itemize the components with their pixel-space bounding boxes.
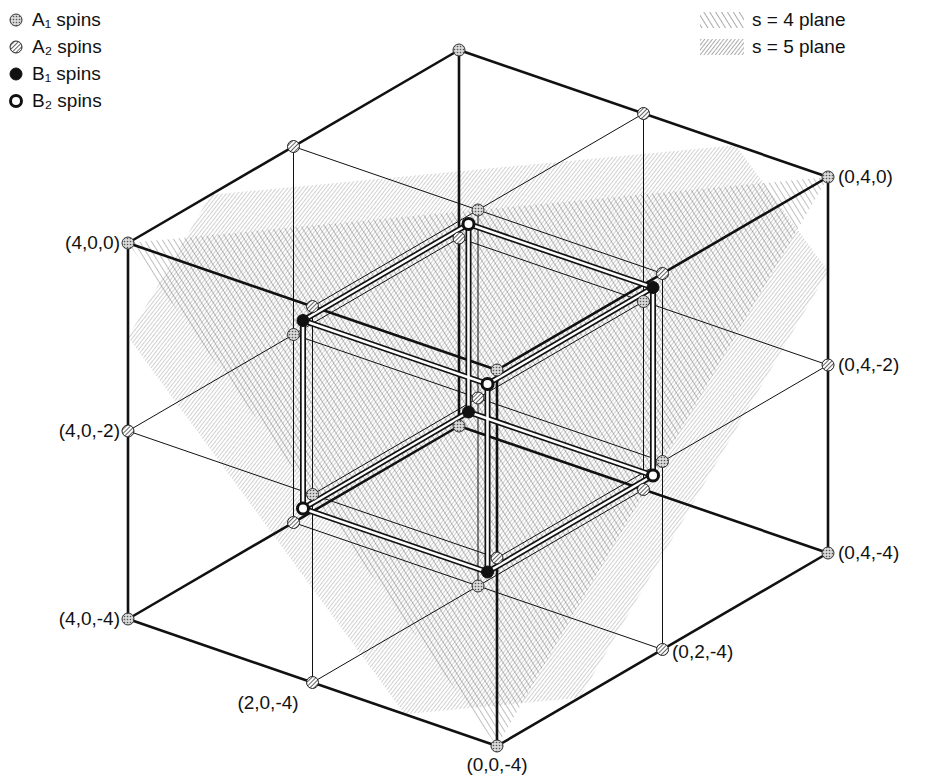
a1-spin bbox=[307, 489, 319, 501]
a1-spin bbox=[453, 420, 465, 432]
inner-cube-edge bbox=[303, 509, 488, 573]
inner-cube-edge-core bbox=[488, 476, 654, 573]
a2-spin bbox=[638, 484, 650, 496]
coordinate-label: (4,0,-2) bbox=[59, 421, 120, 442]
b1-spin bbox=[647, 282, 659, 294]
a1-spin bbox=[491, 364, 503, 376]
coordinate-label: (0,4,-2) bbox=[838, 355, 899, 376]
b2-spin bbox=[298, 503, 309, 514]
a1-spin bbox=[822, 171, 834, 183]
a2-spin bbox=[10, 41, 22, 53]
coordinate-label: (4,0,-4) bbox=[59, 609, 120, 630]
inner-cube-edge bbox=[469, 224, 654, 288]
hatch-swatch bbox=[700, 12, 744, 28]
a2-spin bbox=[657, 644, 669, 656]
a1-spin bbox=[638, 296, 650, 308]
a1-spin bbox=[288, 329, 300, 341]
a2-spin bbox=[822, 359, 834, 371]
inner-cube-edge bbox=[300, 321, 306, 509]
inner-cube-edge-core bbox=[486, 384, 489, 572]
inner-cube-edge-core bbox=[303, 412, 469, 509]
b1-spin bbox=[10, 68, 22, 80]
b2-spin bbox=[463, 219, 474, 230]
a2-spin bbox=[638, 108, 650, 120]
inner-cube-edge-core bbox=[488, 288, 654, 385]
coordinate-label: (0,0,-4) bbox=[466, 755, 527, 776]
a2-spin bbox=[472, 392, 484, 404]
s5-plane bbox=[128, 145, 828, 714]
a2-spin bbox=[307, 677, 319, 689]
hatch-swatch bbox=[700, 39, 744, 55]
b1-spin bbox=[297, 315, 309, 327]
inner-cube-edge bbox=[303, 412, 469, 509]
inner-cube-edge bbox=[485, 384, 491, 572]
inner-cube-edge-core bbox=[303, 321, 488, 385]
a2-spin bbox=[453, 232, 465, 244]
a1-spin bbox=[472, 204, 484, 216]
a1-spin bbox=[453, 44, 465, 56]
inner-cube-edge bbox=[469, 412, 654, 476]
inner-cube-edge-core bbox=[467, 224, 470, 412]
a2-spin bbox=[288, 517, 300, 529]
inner-cube-edge-core bbox=[469, 224, 654, 288]
coordinate-label: (0,4,-4) bbox=[838, 543, 899, 564]
legend-text: A₁ spins bbox=[32, 10, 101, 31]
a2-spin bbox=[657, 268, 669, 280]
b2-spin bbox=[648, 470, 659, 481]
a1-spin bbox=[491, 740, 503, 752]
inner-cube-edge-core bbox=[302, 321, 305, 509]
a2-spin bbox=[491, 552, 503, 564]
a2-spin bbox=[307, 301, 319, 313]
inner-cube-edge bbox=[488, 476, 654, 573]
a2-spin bbox=[288, 141, 300, 153]
inner-cube-edge bbox=[466, 224, 472, 412]
inner-cube-edge-core bbox=[652, 288, 655, 476]
legend-text: A₂ spins bbox=[32, 37, 102, 58]
a1-spin bbox=[822, 547, 834, 559]
legend-text: B₁ spins bbox=[32, 64, 101, 85]
inner-cube-edge-core bbox=[303, 509, 488, 573]
a1-spin bbox=[122, 613, 134, 625]
a1-spin bbox=[657, 456, 669, 468]
coordinate-label: (0,2,-4) bbox=[672, 642, 733, 663]
legend-text: B₂ spins bbox=[32, 91, 102, 112]
inner-cube-edge bbox=[303, 321, 488, 385]
inner-cube-edge bbox=[303, 224, 469, 321]
b1-spin bbox=[482, 566, 494, 578]
b2-spin bbox=[11, 96, 22, 107]
a1-spin bbox=[122, 237, 134, 249]
b1-spin bbox=[463, 406, 475, 418]
inner-cube-edge-core bbox=[303, 224, 469, 321]
inner-cube-edge bbox=[488, 288, 654, 385]
legend-text: s = 4 plane bbox=[752, 10, 846, 31]
b2-spin bbox=[482, 379, 493, 390]
inner-cube-edge-core bbox=[469, 412, 654, 476]
legend-text: s = 5 plane bbox=[752, 37, 846, 58]
coordinate-label: (2,0,-4) bbox=[237, 693, 298, 714]
coordinate-label: (0,4,0) bbox=[838, 167, 893, 188]
a1-spin bbox=[10, 14, 22, 26]
inner-cube-edge bbox=[650, 288, 656, 476]
a1-spin bbox=[472, 580, 484, 592]
a2-spin bbox=[122, 425, 134, 437]
coordinate-label: (4,0,0) bbox=[65, 233, 120, 254]
